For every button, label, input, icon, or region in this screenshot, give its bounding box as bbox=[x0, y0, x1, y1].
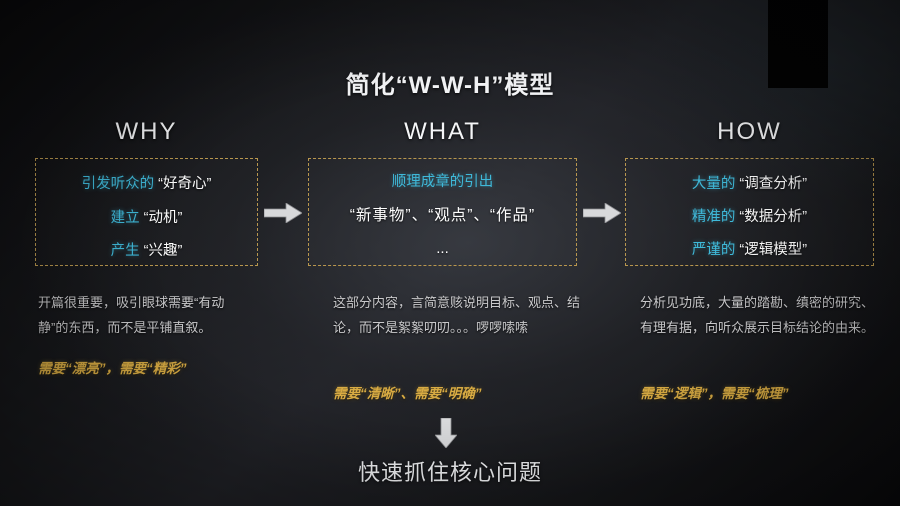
box-row: ... bbox=[309, 241, 576, 256]
row-lead-text: 建立 bbox=[110, 210, 140, 226]
highlight-how: 需要“逻辑”，需要“梳理” bbox=[640, 386, 789, 401]
row-quoted-text: “数据分析” bbox=[739, 209, 808, 225]
row-quoted-text: “调查分析” bbox=[739, 176, 808, 192]
row-lead-text: 精准的 bbox=[691, 209, 736, 225]
row-quoted-text: “新事物”、“观点”、“作品” bbox=[349, 207, 536, 224]
row-lead-text: 大量的 bbox=[691, 176, 736, 192]
dashed-box-how: 大量的 “调查分析” 精准的 “数据分析” 严谨的 “逻辑模型” bbox=[625, 158, 874, 266]
row-lead-text: 严谨的 bbox=[691, 242, 736, 258]
dashed-box-what: 顺理成章的引出 “新事物”、“观点”、“作品” ... bbox=[308, 158, 577, 266]
row-quoted-text: “好奇心” bbox=[158, 176, 212, 192]
box-row: 大量的 “调查分析” bbox=[626, 177, 873, 192]
arrow-right-icon bbox=[582, 202, 622, 224]
row-lead-text: 顺理成章的引出 bbox=[391, 174, 494, 190]
column-header-how: HOW bbox=[717, 118, 782, 145]
highlight-what: 需要“清晰”、需要“明确” bbox=[333, 386, 482, 401]
box-row: 建立 “动机” bbox=[36, 211, 257, 226]
conclusion-text: 快速抓住核心问题 bbox=[357, 460, 542, 485]
column-header-what: WHAT bbox=[404, 118, 481, 145]
row-lead-text: 产生 bbox=[110, 243, 140, 259]
column-header-why: WHY bbox=[115, 118, 178, 145]
row-lead-text: 引发听众的 bbox=[81, 176, 155, 192]
row-quoted-text: “兴趣” bbox=[143, 243, 183, 259]
row-quoted-text: “动机” bbox=[143, 210, 183, 226]
black-overlay-rect bbox=[768, 0, 828, 88]
box-row: 顺理成章的引出 bbox=[309, 175, 576, 190]
box-row: 严谨的 “逻辑模型” bbox=[626, 243, 873, 258]
box-row: 精准的 “数据分析” bbox=[626, 210, 873, 225]
arrow-down-icon bbox=[434, 417, 458, 449]
row-quoted-text: “逻辑模型” bbox=[739, 242, 808, 258]
arrow-right-icon bbox=[263, 202, 303, 224]
description-what: 这部分内容，言简意赅说明目标、观点、结论，而不是絮絮叨叨。。。啰啰嗦嗦 bbox=[333, 295, 581, 335]
description-how: 分析见功底，大量的踏勘、缜密的研究、有理有据，向听众展示目标结论的由来。 bbox=[640, 295, 875, 335]
row-quoted-text: ... bbox=[436, 240, 449, 257]
slide-title: 简化“W-W-H”模型 bbox=[345, 72, 555, 99]
box-row: “新事物”、“观点”、“作品” bbox=[309, 208, 576, 224]
dashed-box-why: 引发听众的 “好奇心” 建立 “动机” 产生 “兴趣” bbox=[35, 158, 258, 266]
box-row: 引发听众的 “好奇心” bbox=[36, 177, 257, 192]
box-row: 产生 “兴趣” bbox=[36, 244, 257, 259]
highlight-why: 需要“漂亮”，需要“精彩” bbox=[38, 361, 187, 376]
description-why: 开篇很重要，吸引眼球需要“有动静”的东西，而不是平铺直叙。 bbox=[38, 295, 225, 335]
